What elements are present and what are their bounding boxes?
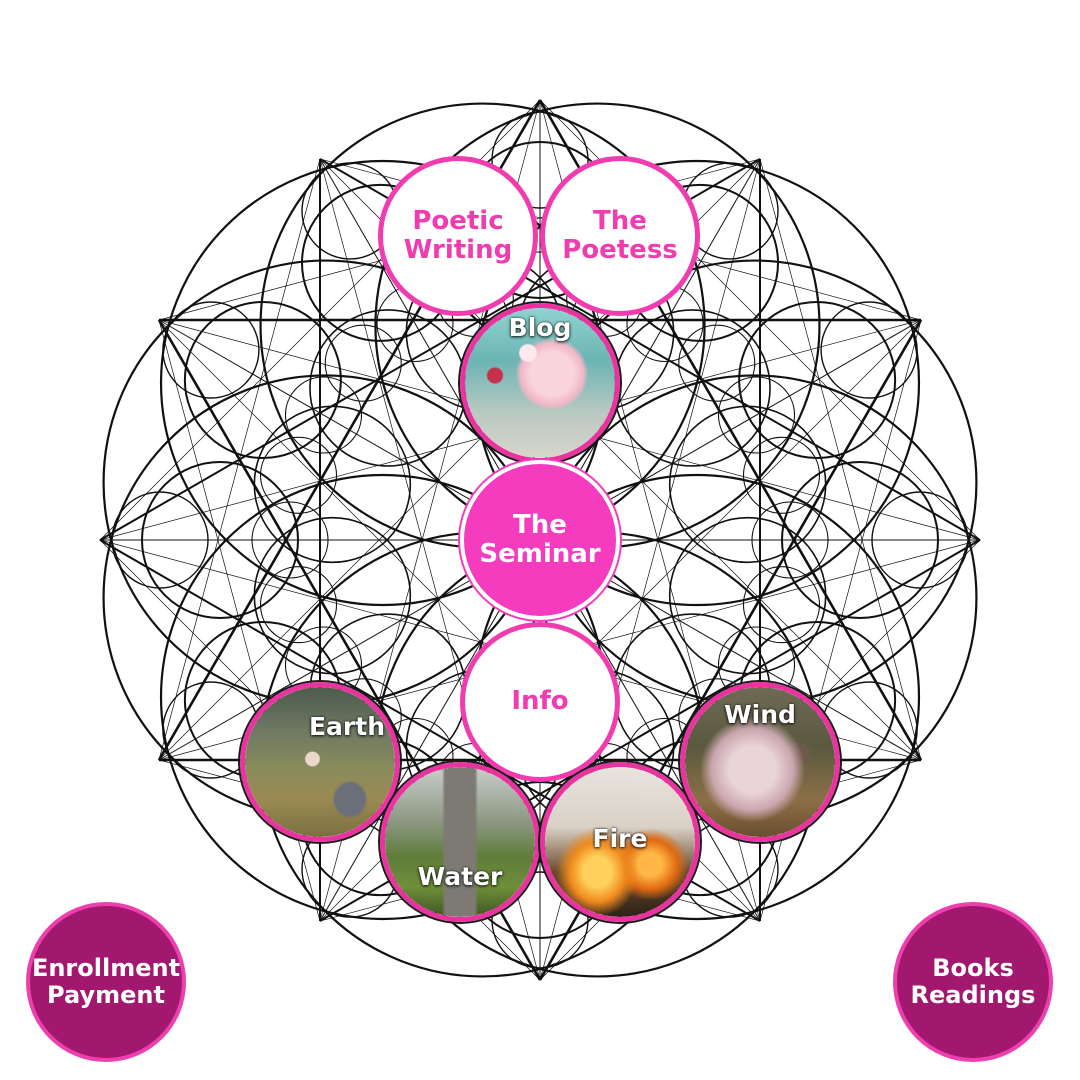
geometry-circle bbox=[742, 566, 821, 644]
geometry-circle bbox=[253, 405, 412, 564]
geometry-line bbox=[591, 319, 922, 511]
wind-button[interactable]: Wind bbox=[680, 682, 840, 842]
earth-button[interactable]: Earth bbox=[240, 682, 400, 842]
info-label: Info bbox=[511, 686, 569, 717]
geometry-line bbox=[569, 591, 761, 922]
poetic-writing-label: Poetic Writing bbox=[403, 205, 513, 265]
geometry-circle bbox=[820, 301, 918, 399]
geometry-circle bbox=[738, 301, 897, 459]
the-poetess-button[interactable]: The Poetess bbox=[540, 156, 700, 316]
water-button[interactable]: Water bbox=[380, 762, 540, 922]
the-seminar-label: The Seminar bbox=[479, 509, 601, 569]
blog-button[interactable]: Blog bbox=[460, 303, 620, 463]
geometry-line bbox=[591, 569, 922, 761]
geometry-line bbox=[158, 319, 489, 511]
blog-label: Blog bbox=[508, 313, 572, 342]
the-seminar-button[interactable]: The Seminar bbox=[460, 460, 620, 620]
fire-button[interactable]: Fire bbox=[540, 762, 700, 922]
geometry-circle bbox=[259, 436, 338, 514]
geometry-circle bbox=[717, 376, 796, 454]
info-button[interactable]: Info bbox=[460, 622, 620, 782]
blog-rose-photo bbox=[465, 308, 615, 458]
geometry-circle bbox=[284, 376, 363, 454]
geometry-line bbox=[319, 591, 511, 922]
geometry-circle bbox=[183, 301, 342, 459]
wind-label: Wind bbox=[724, 700, 796, 729]
books-readings-button[interactable]: Books Readings bbox=[893, 902, 1053, 1062]
geometry-circle bbox=[324, 324, 402, 402]
enrollment-payment-label: Enrollment Payment bbox=[31, 954, 181, 1009]
geometry-circle bbox=[259, 566, 338, 644]
wind-photo bbox=[685, 687, 835, 837]
books-readings-label: Books Readings bbox=[910, 954, 1036, 1009]
geometry-circle bbox=[309, 309, 467, 467]
water-label: Water bbox=[417, 862, 503, 891]
the-poetess-label: The Poetess bbox=[562, 205, 678, 265]
poetic-writing-button[interactable]: Poetic Writing bbox=[378, 156, 538, 316]
fire-label: Fire bbox=[592, 824, 648, 853]
earth-label: Earth bbox=[308, 712, 385, 741]
geometry-circle bbox=[678, 324, 756, 402]
fire-photo bbox=[545, 767, 695, 917]
geometry-line bbox=[158, 569, 489, 761]
enrollment-payment-button[interactable]: Enrollment Payment bbox=[26, 902, 186, 1062]
geometry-circle bbox=[668, 405, 827, 564]
water-forest-photo bbox=[385, 767, 535, 917]
geometry-circle bbox=[742, 436, 821, 514]
earth-photo bbox=[245, 687, 395, 837]
geometry-circle bbox=[162, 301, 260, 399]
geometry-circle bbox=[613, 309, 771, 467]
